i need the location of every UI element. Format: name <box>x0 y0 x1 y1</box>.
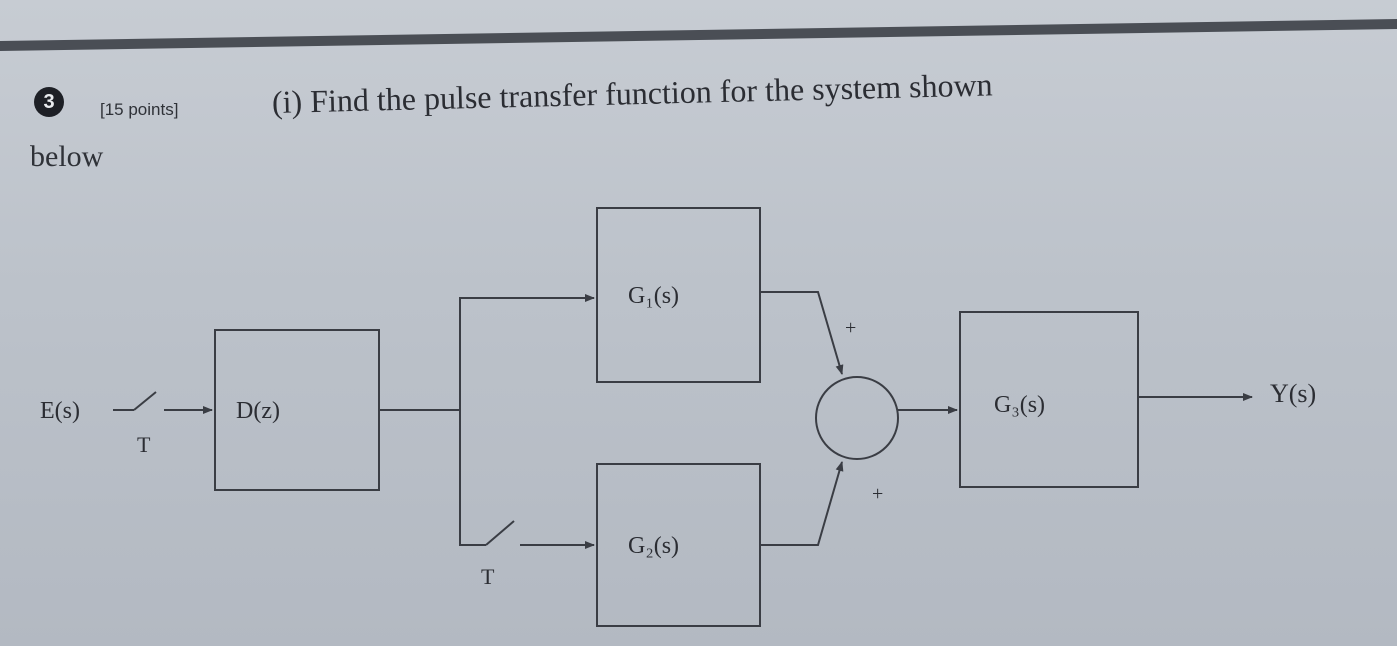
question-text-continued: below <box>30 140 104 173</box>
block-g1-label: G₁(s) <box>628 283 679 309</box>
input-label: E(s) <box>40 398 80 424</box>
block-g3 <box>959 311 1139 488</box>
sampler-label-1: T <box>137 432 151 457</box>
sum-sign-bottom: + <box>872 483 883 505</box>
block-g1 <box>596 207 761 383</box>
block-d-label: D(z) <box>236 398 280 424</box>
question-points: [15 points] <box>100 100 179 119</box>
branch-to-g1 <box>459 294 595 410</box>
block-g3-label: G₃(s) <box>994 392 1045 418</box>
output-label: Y(s) <box>1270 379 1316 408</box>
sampler-label-2: T <box>481 564 495 589</box>
g2-to-sum-arrow <box>760 461 844 546</box>
block-g2-label: G₂(s) <box>628 533 679 559</box>
question-number-badge: 3 <box>34 87 64 117</box>
sampler-switch-1 <box>133 391 157 411</box>
sampler-switch-2 <box>485 520 515 546</box>
branch-to-sampler-2 <box>459 410 486 546</box>
g1-to-sum-arrow <box>760 291 844 375</box>
summing-junction <box>815 376 899 460</box>
sum-sign-top: + <box>845 317 856 339</box>
